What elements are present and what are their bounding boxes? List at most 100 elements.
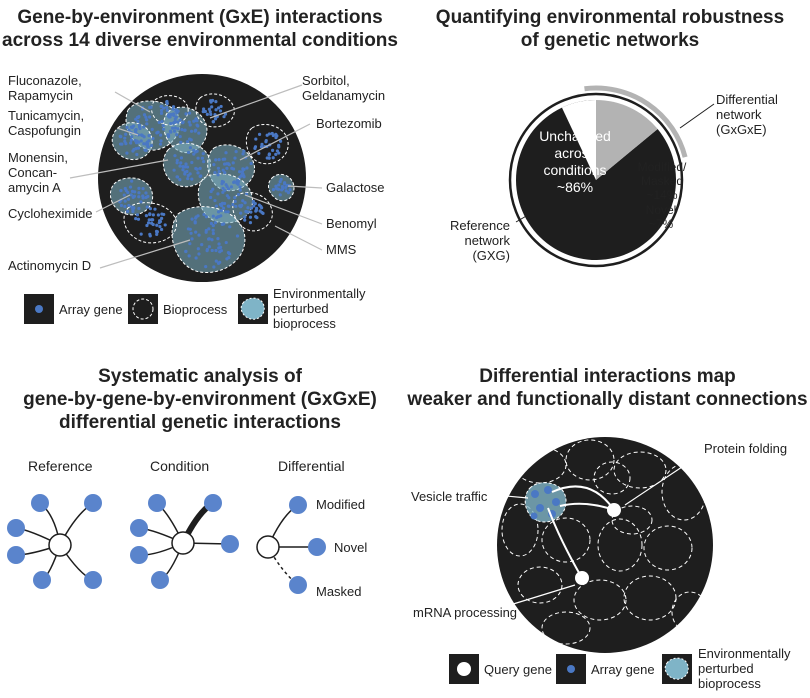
array-gene-dot — [133, 138, 137, 143]
array-gene-dot — [173, 117, 177, 121]
array-gene-dot — [203, 109, 207, 114]
array-gene-dot — [119, 188, 123, 193]
array-gene-dot — [218, 250, 222, 254]
array-gene-dot — [197, 233, 201, 237]
array-gene-dot — [207, 107, 211, 111]
array-gene-dot — [238, 185, 242, 189]
array-gene-dot — [267, 132, 272, 136]
array-gene-dots — [118, 98, 292, 269]
array-gene-dot — [216, 166, 221, 170]
array-gene-dot — [224, 151, 228, 155]
array-gene-dot — [136, 217, 141, 221]
array-gene-dot — [218, 109, 223, 113]
array-gene-dot — [130, 135, 134, 139]
array-gene-dot — [180, 128, 184, 132]
array-gene-dot — [280, 185, 284, 189]
array-gene-node — [7, 546, 25, 564]
array-gene-dot — [193, 150, 198, 154]
array-gene-dot — [246, 206, 250, 210]
array-gene-dot — [165, 100, 169, 104]
array-gene-dot — [227, 163, 231, 167]
array-gene-dot — [123, 204, 127, 209]
array-gene-dot — [246, 210, 250, 214]
array-gene-dot — [201, 151, 205, 156]
array-gene-dot — [210, 105, 214, 109]
array-gene-dot — [270, 131, 274, 136]
array-gene-dot — [158, 219, 163, 224]
array-gene-dot — [172, 129, 177, 133]
array-gene-dot — [194, 128, 198, 132]
legend-array-label: Array gene — [591, 662, 655, 677]
col-condition: Condition — [150, 458, 210, 474]
array-gene-dot — [249, 206, 254, 210]
array-gene-dot — [229, 185, 234, 189]
array-gene-dot — [163, 223, 167, 227]
array-gene-dot — [234, 150, 238, 154]
array-gene-dot — [258, 209, 262, 213]
array-gene-dot — [212, 265, 216, 269]
array-gene-dot — [158, 224, 162, 229]
query-gene-node — [607, 503, 621, 517]
panel2-title: Quantifying environmental robustness of … — [410, 6, 810, 52]
array-gene-dot — [142, 113, 147, 117]
array-gene-dot — [188, 146, 193, 150]
array-gene-node — [221, 535, 239, 553]
label-mms: MMS — [326, 242, 357, 257]
bioprocess-outline — [541, 611, 591, 645]
array-gene-dot — [187, 120, 191, 124]
array-gene-dot — [216, 173, 220, 177]
panel3-title-line3: differential genetic interactions — [59, 412, 341, 433]
array-gene-dot — [134, 127, 138, 132]
array-gene-dot — [231, 161, 235, 165]
array-gene-dot — [231, 167, 236, 171]
array-gene-dot — [142, 125, 146, 129]
bioprocess-outline — [597, 518, 643, 572]
array-gene-dot — [208, 195, 213, 200]
array-gene-dot — [200, 156, 205, 160]
array-gene-dot — [181, 168, 185, 172]
array-gene-dot — [223, 188, 227, 192]
array-gene-dot — [133, 190, 137, 194]
array-gene-dot — [211, 214, 215, 218]
array-gene-dot — [179, 140, 183, 144]
array-gene-dot — [260, 142, 264, 146]
array-gene-dot — [253, 146, 257, 150]
array-gene-dot — [239, 211, 243, 215]
array-gene-dot — [257, 132, 262, 136]
array-gene-dot — [136, 146, 141, 150]
array-gene-dot — [195, 123, 199, 127]
array-gene-dot — [284, 185, 288, 189]
array-gene-dot — [169, 112, 173, 117]
bioprocess-outline — [623, 575, 677, 621]
array-gene-dot — [225, 166, 229, 170]
array-gene-dot — [144, 148, 148, 153]
label-benomyl: Benomyl — [326, 216, 377, 231]
array-gene-dot — [135, 213, 140, 217]
array-gene-dot — [157, 120, 161, 124]
array-gene-dot — [279, 177, 283, 181]
array-gene-dot — [175, 132, 179, 137]
array-gene-dot — [119, 203, 124, 208]
array-gene-dot — [174, 108, 179, 112]
array-gene-dot — [202, 212, 206, 217]
array-gene-dot — [242, 149, 246, 153]
bioprocess-outline — [513, 446, 567, 484]
array-gene-dot — [151, 213, 155, 217]
array-gene-dot — [196, 171, 200, 175]
array-gene-dot — [205, 112, 209, 117]
array-gene-dot — [222, 201, 227, 206]
array-gene-dot — [254, 137, 258, 141]
panel4-title: Differential interactions map weaker and… — [405, 365, 810, 411]
array-gene-dot — [172, 168, 176, 172]
array-gene-dot — [159, 227, 164, 232]
array-gene-dot — [187, 254, 191, 258]
array-gene-dot — [234, 204, 238, 208]
robustness-pie — [508, 85, 715, 268]
array-gene-dot — [148, 234, 152, 238]
array-gene-dot — [139, 200, 143, 204]
array-gene-dot — [181, 120, 185, 124]
differential-map-circle — [494, 437, 713, 653]
array-gene-dot — [228, 225, 232, 229]
array-gene-dot — [216, 106, 221, 110]
